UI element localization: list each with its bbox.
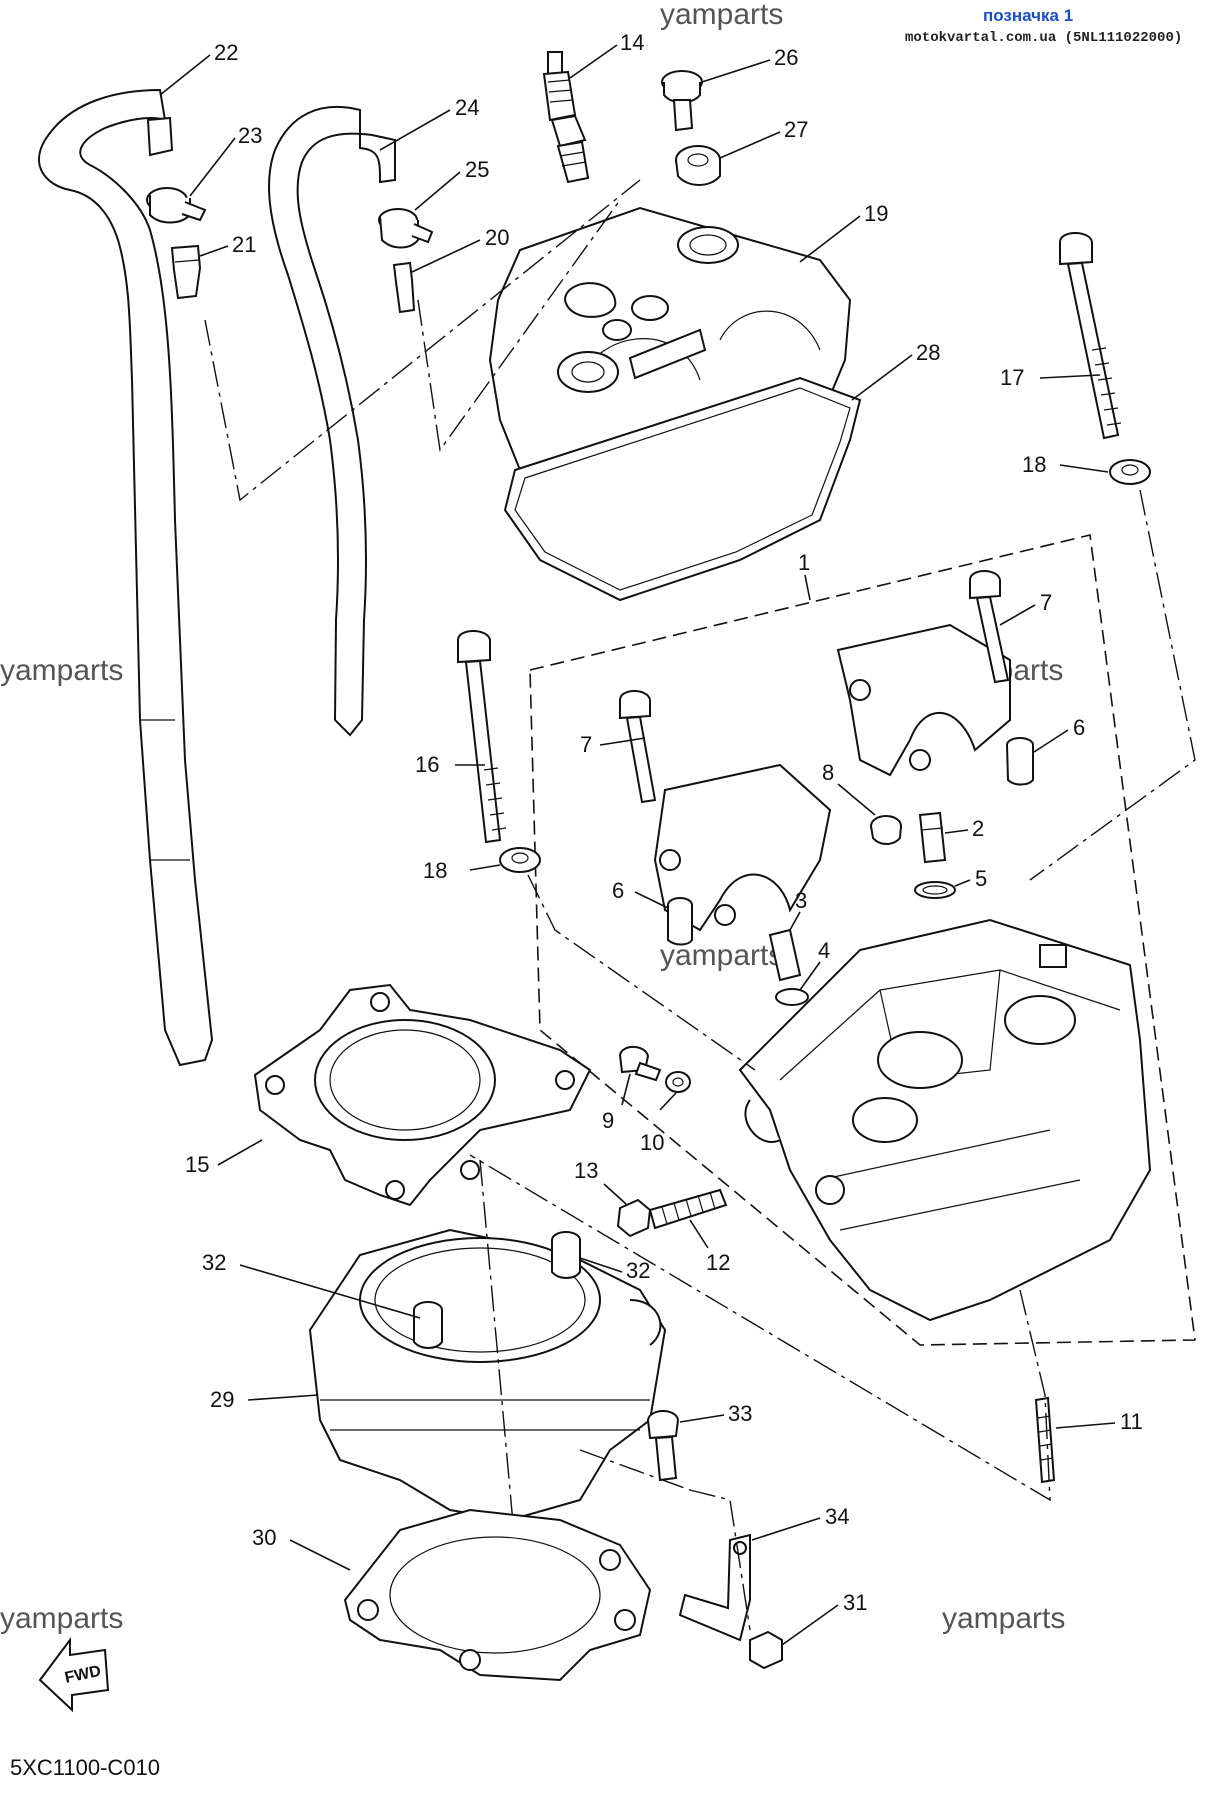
callout-2: 2: [972, 816, 984, 841]
callout-13: 13: [574, 1158, 598, 1183]
o-ring-4: [775, 988, 809, 1006]
nut-31: [749, 1630, 783, 1670]
callout-7-upper: 7: [1040, 590, 1052, 615]
dowel-6-upper: [1006, 737, 1034, 786]
callout-3: 3: [795, 888, 807, 913]
callout-22: 22: [214, 40, 238, 65]
head-bolt-17: [1059, 232, 1122, 440]
clamp-25: [378, 208, 434, 249]
callout-12: 12: [706, 1250, 730, 1275]
callout-16: 16: [415, 752, 439, 777]
watermark-left-upper: yamparts: [0, 654, 123, 687]
cap-bolt-7-upper: [969, 570, 1010, 684]
callout-1: 1: [798, 550, 810, 575]
fwd-arrow-icon: FWD: [38, 1637, 110, 1713]
callout-18-left: 18: [423, 858, 447, 883]
callout-17: 17: [1000, 365, 1024, 390]
watermark-top: yamparts: [660, 0, 783, 31]
dowel-32-left: [413, 1301, 443, 1349]
callout-4: 4: [818, 938, 830, 963]
callout-7-lower: 7: [580, 732, 592, 757]
bolt-9: [618, 1045, 662, 1082]
callout-14: 14: [620, 30, 644, 55]
assembly-frame-1: [529, 534, 1196, 1346]
dashdot-stud: [469, 1154, 1051, 1502]
base-gasket-30: [343, 1508, 652, 1682]
breather-hose-22: [38, 88, 214, 1067]
stud-11: [1034, 1396, 1056, 1484]
diagram-code: 5XC1100-C010: [10, 1755, 160, 1780]
head-bolt-16: [457, 630, 507, 844]
callout-20: 20: [485, 225, 509, 250]
cam-cap-lower: [653, 763, 832, 932]
callout-8: 8: [822, 760, 834, 785]
bolt-33: [646, 1410, 680, 1482]
header-site: motokvartal.com.ua (5NL111022000): [905, 30, 1182, 46]
fitting-2: [918, 811, 947, 864]
o-ring-5: [914, 881, 956, 899]
callout-26: 26: [774, 45, 798, 70]
cylinder-head: [738, 918, 1152, 1322]
callout-25: 25: [465, 157, 489, 182]
dashdot-left: [527, 874, 756, 1071]
spark-plug-14: [542, 51, 590, 184]
cam-cap-upper: [836, 623, 1011, 777]
cover-gasket-28: [503, 376, 862, 602]
washer-18-left: [499, 847, 541, 873]
washer-18-right: [1109, 459, 1151, 485]
callout-34: 34: [825, 1504, 849, 1529]
callout-32-left: 32: [202, 1250, 226, 1275]
callout-32-right: 32: [626, 1258, 650, 1283]
cylinder-29: [308, 1228, 667, 1522]
callout-33: 33: [728, 1401, 752, 1426]
callout-27: 27: [784, 117, 808, 142]
plug-3: [768, 928, 802, 982]
clamp-23: [146, 187, 207, 224]
callout-6-lower: 6: [612, 878, 624, 903]
watermark-right-lower: yamparts: [942, 1602, 1065, 1635]
callout-30: 30: [252, 1525, 276, 1550]
dashdot-bracket: [689, 1489, 751, 1631]
callout-31: 31: [843, 1590, 867, 1615]
callout-15: 15: [185, 1152, 209, 1177]
fitting-21: [170, 244, 202, 300]
dashdot-right: [1029, 489, 1196, 881]
watermark-left-lower: yamparts: [0, 1602, 123, 1635]
stud-12: [648, 1188, 728, 1230]
fitting-20: [392, 261, 416, 314]
callout-10: 10: [640, 1130, 664, 1155]
callout-29: 29: [210, 1387, 234, 1412]
dashdot-upper-1: [204, 179, 641, 502]
callout-5: 5: [975, 866, 987, 891]
dowel-6-lower: [667, 897, 693, 946]
callouts: 22 23 21 24 25 20 14 26 27 19 28 17 18 1…: [159, 30, 1143, 1646]
breather-hose-24: [268, 105, 396, 737]
cap-bolt-7-lower: [619, 690, 657, 804]
head-gasket-15: [253, 983, 592, 1207]
callout-11: 11: [1120, 1409, 1143, 1434]
callout-18-right: 18: [1022, 452, 1046, 477]
callout-6-upper: 6: [1073, 715, 1085, 740]
bracket-34: [678, 1533, 751, 1642]
seal-8: [870, 815, 902, 845]
bolt-26: [661, 70, 703, 132]
washer-10: [665, 1071, 691, 1093]
callout-19: 19: [864, 201, 888, 226]
callout-24: 24: [455, 95, 479, 120]
dashdot-upper-2: [417, 199, 621, 452]
nut-13: [616, 1198, 652, 1238]
callout-28: 28: [916, 340, 940, 365]
grommet-27: [675, 145, 721, 186]
callout-9: 9: [602, 1108, 614, 1133]
dowel-32-right: [551, 1231, 581, 1279]
callout-23: 23: [238, 123, 262, 148]
header-tag: позначка 1: [983, 6, 1073, 25]
callout-21: 21: [232, 232, 256, 257]
